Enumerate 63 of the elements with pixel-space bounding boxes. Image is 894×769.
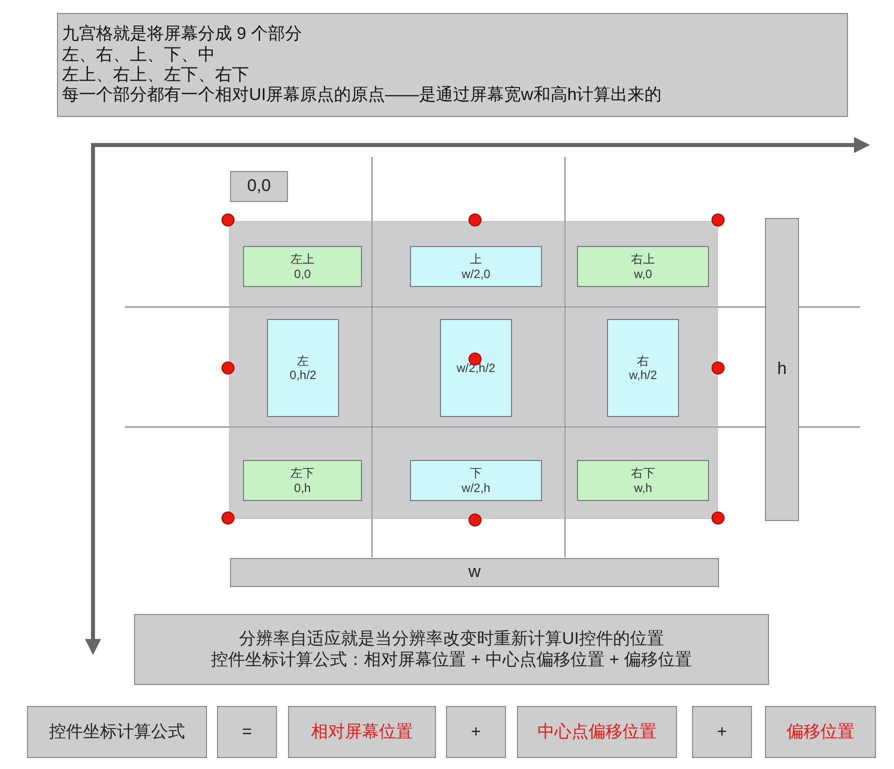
text-box bbox=[217, 706, 277, 758]
box-text: 九宫格就是将屏幕分成 9 个部分 bbox=[62, 24, 302, 45]
grid-cell bbox=[229, 428, 371, 519]
text-box bbox=[446, 706, 506, 758]
box-text: 分辨率自适应就是当分辨率改变时重新计算UI控件的位置 bbox=[239, 629, 664, 650]
box-text: 左、右、上、下、中 bbox=[62, 44, 215, 65]
text-box bbox=[230, 558, 719, 587]
grid-cell bbox=[229, 221, 371, 306]
box-text: 相对屏幕位置 bbox=[311, 722, 413, 742]
note-box bbox=[57, 13, 848, 117]
grid-cell bbox=[373, 428, 564, 519]
text-box bbox=[692, 706, 752, 758]
anchor-box bbox=[243, 460, 362, 501]
grid-cell bbox=[373, 221, 564, 306]
box-text: 0,0 bbox=[294, 266, 311, 281]
box-text: 左下 bbox=[290, 466, 314, 480]
text-box bbox=[27, 706, 207, 758]
grid-cell bbox=[566, 221, 718, 306]
anchor-box bbox=[410, 460, 542, 501]
grid-cell bbox=[229, 308, 371, 426]
anchor-box bbox=[243, 246, 362, 287]
box-text: 0,h/2 bbox=[290, 368, 316, 382]
box-text: 左 bbox=[297, 354, 309, 368]
box-text: w bbox=[468, 562, 481, 583]
box-text: 0,0 bbox=[247, 176, 271, 197]
box-text: w,h bbox=[634, 480, 652, 495]
box-text: 上 bbox=[470, 252, 482, 266]
box-text: 0,h bbox=[294, 480, 311, 495]
text-box bbox=[765, 706, 876, 758]
box-text: w/2,0 bbox=[462, 266, 490, 281]
box-text: 下 bbox=[470, 466, 482, 480]
box-text: w/2,h bbox=[462, 480, 490, 495]
box-text: 右 bbox=[637, 354, 649, 368]
box-text: 控件坐标计算公式：相对屏幕位置 + 中心点偏移位置 + 偏移位置 bbox=[211, 650, 692, 670]
anchor-box bbox=[577, 246, 709, 287]
text-box bbox=[288, 706, 436, 758]
box-text: w,0 bbox=[634, 266, 652, 281]
box-text: w,h/2 bbox=[628, 368, 658, 382]
box-text: w/2,h/2 bbox=[456, 360, 496, 376]
anchor-box bbox=[410, 246, 542, 287]
box-text: 偏移位置 bbox=[786, 722, 854, 742]
box-text: 左上 bbox=[290, 252, 314, 266]
anchor-box bbox=[440, 319, 512, 417]
text-box bbox=[230, 171, 288, 202]
grid-cell bbox=[373, 308, 564, 426]
grid-cell bbox=[566, 428, 718, 519]
grid-cell bbox=[566, 308, 718, 426]
box-text: 右上 bbox=[631, 252, 655, 266]
box-text: = bbox=[242, 722, 252, 742]
anchor-box bbox=[607, 319, 679, 417]
text-box bbox=[517, 706, 677, 758]
text-box bbox=[134, 614, 769, 685]
box-text: + bbox=[471, 722, 481, 742]
box-text: h bbox=[777, 359, 787, 380]
text-box bbox=[765, 218, 799, 521]
anchor-box bbox=[577, 460, 709, 501]
box-text: 中心点偏移位置 bbox=[538, 722, 656, 742]
box-text: + bbox=[717, 722, 727, 742]
box-text: 每一个部分都有一个相对UI屏幕原点的原点——是通过屏幕宽w和高h计算出来的 bbox=[62, 85, 662, 106]
box-text: 右下 bbox=[631, 466, 655, 480]
box-text: 控件坐标计算公式 bbox=[49, 722, 185, 742]
anchor-box bbox=[267, 319, 339, 417]
box-text: 左上、右上、左下、右下 bbox=[62, 65, 249, 86]
